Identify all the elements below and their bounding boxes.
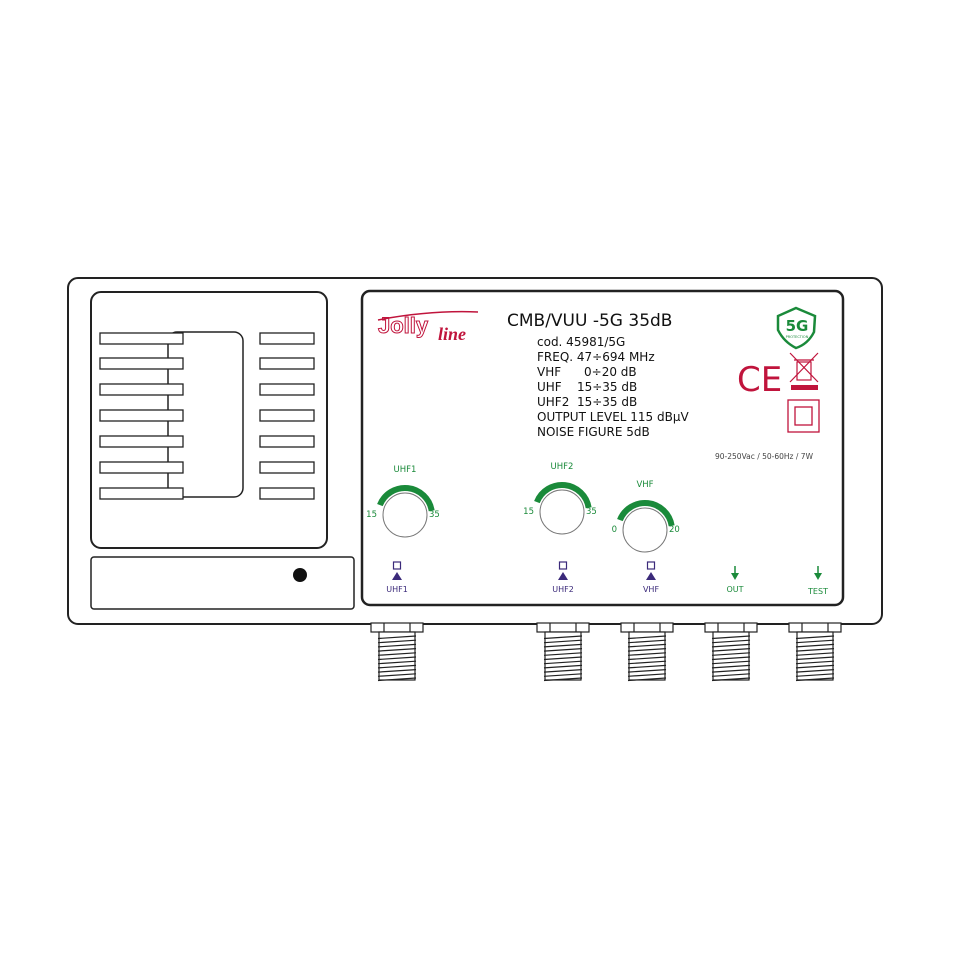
f-connector[interactable]: [370, 622, 424, 682]
vent-slot: [99, 332, 184, 345]
spec-line: FREQ. 47÷694 MHz: [537, 350, 655, 364]
svg-text:PROTECTION: PROTECTION: [786, 335, 809, 339]
vent-slot: [99, 435, 184, 448]
knob-min: 15: [523, 507, 534, 517]
vent-slot: [259, 383, 315, 396]
gain-knob-vhf[interactable]: VHF 0 20: [612, 480, 680, 553]
knob[interactable]: [539, 489, 585, 535]
signal-diagram: UHF1 UHF2 VHF OUT TEST: [386, 561, 828, 596]
knob[interactable]: [382, 492, 428, 538]
svg-text:line: line: [438, 324, 466, 344]
vent-slot: [259, 435, 315, 448]
knob-max: 20: [669, 525, 680, 535]
svg-text:5G: 5G: [786, 317, 809, 335]
model-title: CMB/VUU -5G 35dB: [507, 311, 672, 331]
gain-scale-arc: [377, 485, 435, 512]
vent-slot: [259, 357, 315, 370]
svg-text:Jolly: Jolly: [378, 313, 429, 338]
knob-label: VHF: [636, 480, 653, 490]
vent-slot: [99, 383, 184, 396]
input-arrow-icon: [558, 572, 568, 580]
gain-scale-arc: [617, 500, 675, 527]
vent-slot: [99, 357, 184, 370]
spec-line: OUTPUT LEVEL 115 dBµV: [537, 410, 689, 424]
output-label: TEST: [807, 587, 828, 596]
gain-knob-uhf2[interactable]: UHF2 15 35: [523, 462, 597, 535]
weee-bin-icon: [789, 352, 819, 390]
vent-slot: [99, 487, 184, 500]
junction-node: [646, 561, 656, 570]
gain-scale-arc: [534, 482, 592, 509]
f-connector[interactable]: [704, 622, 758, 682]
spec-line: NOISE FIGURE 5dB: [537, 425, 650, 439]
power-led: [293, 568, 307, 582]
knob-min: 0: [612, 525, 617, 535]
knob-label: UHF2: [551, 462, 574, 472]
input-label: UHF2: [552, 585, 574, 594]
spec-line: UHF2 15÷35 dB: [537, 395, 637, 409]
input-label: UHF1: [386, 585, 408, 594]
input-arrow-icon: [392, 572, 402, 580]
input-arrow-icon: [646, 572, 656, 580]
knob-max: 35: [586, 507, 597, 517]
input-label: VHF: [643, 585, 659, 594]
f-connector[interactable]: [620, 622, 674, 682]
vent-panel: [90, 291, 328, 549]
ce-mark: CE: [737, 360, 782, 400]
knob-max: 35: [429, 510, 440, 520]
spec-line: VHF 0÷20 dB: [537, 365, 637, 379]
vent-slot: [259, 487, 315, 500]
knob-min: 15: [366, 510, 377, 520]
spec-line: cod. 45981/5G: [537, 335, 625, 349]
vent-slot: [259, 409, 315, 422]
junction-node: [558, 561, 568, 570]
power-rating: 90-250Vac / 50-60Hz / 7W: [715, 452, 814, 461]
5g-protection-badge: 5G PROTECTION: [776, 306, 817, 350]
power-strip: [90, 556, 355, 610]
f-connector[interactable]: [536, 622, 590, 682]
jolly-line-logo: Jolly line: [378, 310, 479, 344]
knob-label: UHF1: [394, 465, 417, 475]
double-insulation-icon: [787, 399, 820, 433]
output-arrow-icon: [731, 573, 739, 580]
knob[interactable]: [622, 507, 668, 553]
output-label: OUT: [726, 585, 743, 594]
vent-slot: [99, 461, 184, 474]
vent-slot: [259, 332, 315, 345]
output-arrow-icon: [814, 573, 822, 580]
front-label-panel: [360, 289, 845, 607]
f-connector[interactable]: [788, 622, 842, 682]
vent-slot: [99, 409, 184, 422]
spec-line: UHF 15÷35 dB: [537, 380, 637, 394]
vent-slot: [259, 461, 315, 474]
gain-knob-uhf1[interactable]: UHF1 15 35: [366, 465, 440, 538]
junction-node: [392, 561, 402, 570]
